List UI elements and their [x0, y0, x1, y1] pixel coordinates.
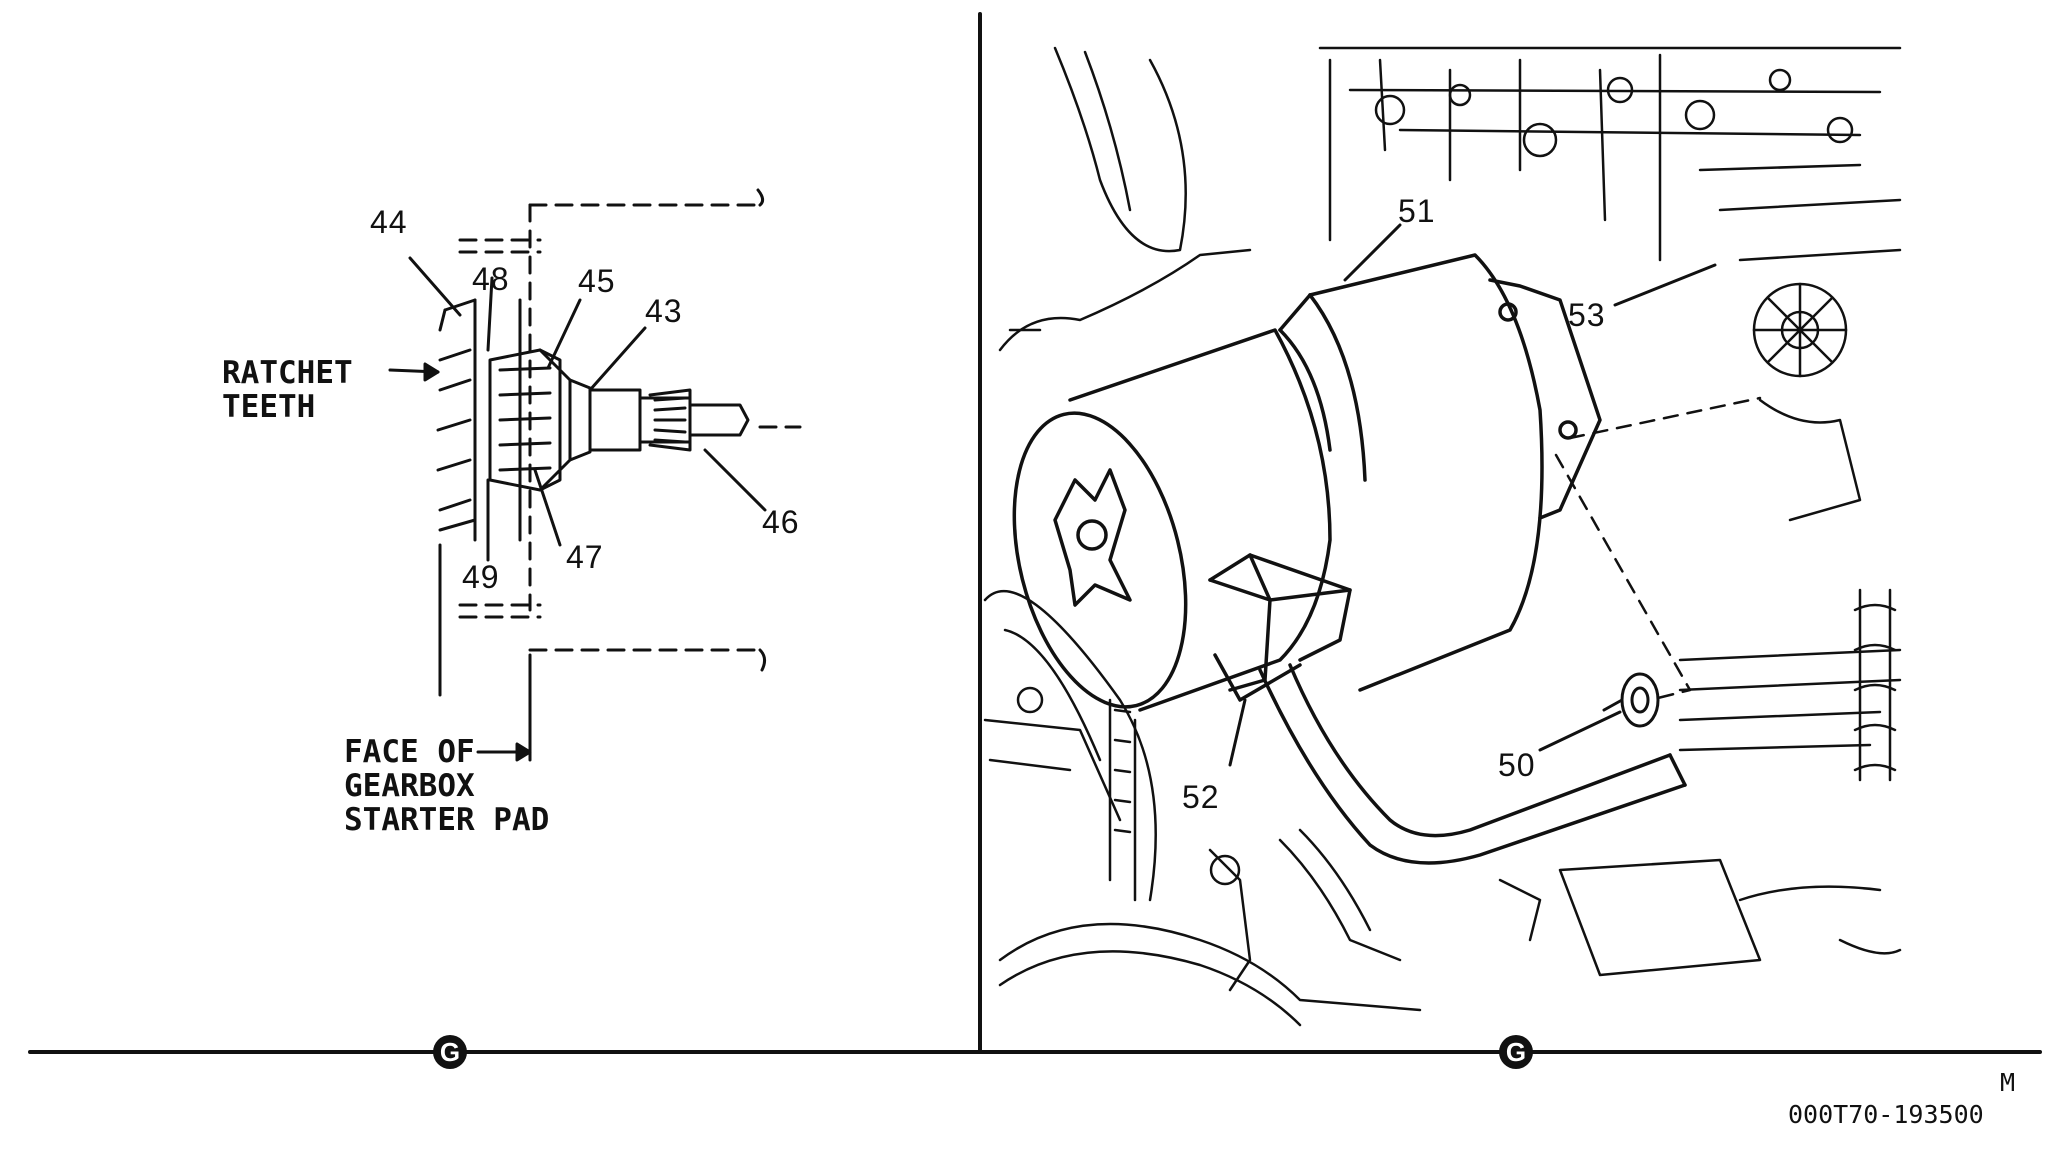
callout-53: 53 [1568, 297, 1606, 333]
ratchet-teeth-line-1: RATCHET [222, 355, 353, 391]
callout-46: 46 [762, 504, 800, 540]
gearbox-pad-outline [458, 203, 802, 652]
callout-49: 49 [462, 559, 500, 595]
callout-51: 51 [1398, 193, 1436, 229]
section-marker-g-right: G [1499, 1035, 1533, 1069]
callout-48: 48 [472, 261, 510, 297]
callout-45: 45 [578, 263, 616, 299]
ratchet-assembly [436, 298, 750, 542]
section-marker-g-left: G [433, 1035, 467, 1069]
callout-43: 43 [645, 293, 683, 329]
ratchet-teeth-line-2: TEETH [222, 389, 316, 425]
install-path [1554, 396, 1762, 702]
starter-motor [1012, 253, 1687, 865]
callout-52: 52 [1182, 779, 1220, 815]
face-of-pad-line-3: STARTER PAD [344, 802, 550, 838]
revision-code: M [2000, 1068, 2016, 1097]
engine-background [983, 46, 1902, 1027]
callout-47: 47 [566, 539, 604, 575]
face-of-pad-label: FACE OF GEARBOX STARTER PAD [344, 735, 584, 837]
nut-item-50 [1602, 672, 1660, 728]
figure-id: 000T70-193500 [1788, 1100, 1984, 1129]
ratchet-teeth-label: RATCHET TEETH [222, 356, 412, 424]
callout-50: 50 [1498, 747, 1536, 783]
callout-44: 44 [370, 204, 408, 240]
face-of-pad-line-1: FACE OF [344, 734, 475, 770]
face-of-pad-line-2: GEARBOX [344, 768, 475, 804]
